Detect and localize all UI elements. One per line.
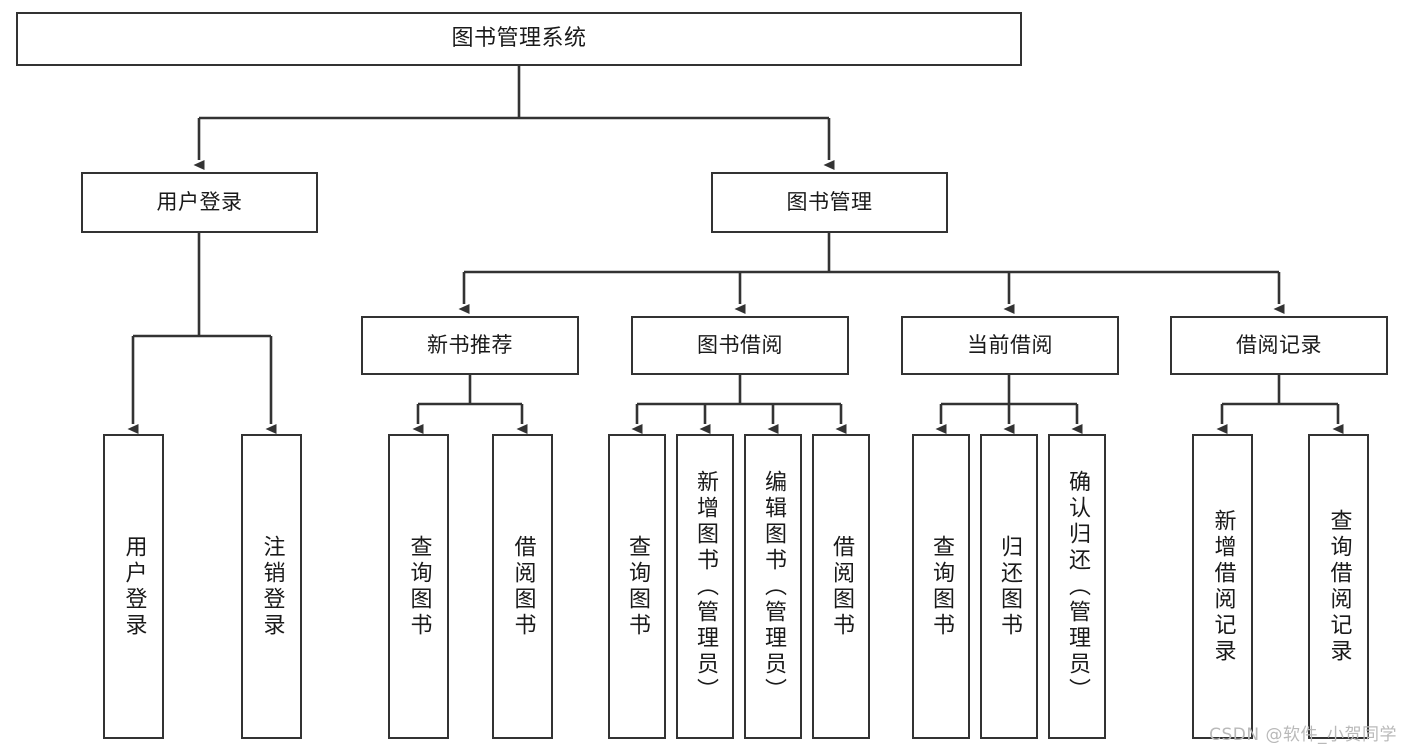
node-leaf-logout-login[interactable]: 注销登录 — [241, 434, 302, 739]
node-leaf-confirm-return[interactable]: 确认归还（管理员） — [1048, 434, 1106, 739]
node-leaf-user-login[interactable]: 用户登录 — [103, 434, 164, 739]
node-leaf-add-book-label: 新增图书（管理员） — [693, 469, 718, 704]
watermark-text: CSDN @软件_小贺同学 — [1209, 725, 1397, 745]
node-leaf-borrow-book-2[interactable]: 借阅图书 — [812, 434, 870, 739]
node-leaf-return-book-label: 归还图书 — [997, 534, 1022, 639]
node-leaf-add-book[interactable]: 新增图书（管理员） — [676, 434, 734, 739]
node-leaf-borrow-book-1-label: 借阅图书 — [510, 534, 536, 639]
node-leaf-borrow-book-1[interactable]: 借阅图书 — [492, 434, 553, 739]
node-user-login[interactable]: 用户登录 — [81, 172, 318, 233]
node-new-book-recommend[interactable]: 新书推荐 — [361, 316, 579, 375]
node-book-borrow[interactable]: 图书借阅 — [631, 316, 849, 375]
node-leaf-edit-book[interactable]: 编辑图书（管理员） — [744, 434, 802, 739]
node-book-management-label: 图书管理 — [786, 189, 873, 214]
node-leaf-query-book-2[interactable]: 查询图书 — [608, 434, 666, 739]
node-leaf-query-record[interactable]: 查询借阅记录 — [1308, 434, 1369, 739]
node-borrow-record-label: 借阅记录 — [1236, 332, 1322, 357]
node-root[interactable]: 图书管理系统 — [16, 12, 1022, 66]
node-borrow-record[interactable]: 借阅记录 — [1170, 316, 1388, 375]
node-leaf-return-book[interactable]: 归还图书 — [980, 434, 1038, 739]
node-current-borrow[interactable]: 当前借阅 — [901, 316, 1119, 375]
node-leaf-query-book-3-label: 查询图书 — [929, 534, 954, 639]
node-leaf-query-book-3[interactable]: 查询图书 — [912, 434, 970, 739]
node-leaf-add-record[interactable]: 新增借阅记录 — [1192, 434, 1253, 739]
node-leaf-query-book-1-label: 查询图书 — [406, 534, 432, 639]
node-book-management[interactable]: 图书管理 — [711, 172, 948, 233]
node-user-login-label: 用户登录 — [156, 189, 243, 214]
node-leaf-query-record-label: 查询借阅记录 — [1326, 508, 1352, 665]
node-leaf-user-login-label: 用户登录 — [121, 534, 147, 639]
node-leaf-add-record-label: 新增借阅记录 — [1210, 508, 1236, 665]
node-leaf-logout-login-label: 注销登录 — [259, 534, 285, 639]
node-leaf-edit-book-label: 编辑图书（管理员） — [761, 469, 786, 704]
node-leaf-borrow-book-2-label: 借阅图书 — [829, 534, 854, 639]
node-new-book-recommend-label: 新书推荐 — [427, 332, 513, 357]
node-leaf-query-book-2-label: 查询图书 — [625, 534, 650, 639]
node-leaf-confirm-return-label: 确认归还（管理员） — [1065, 469, 1090, 704]
node-current-borrow-label: 当前借阅 — [967, 332, 1053, 357]
node-root-label: 图书管理系统 — [451, 25, 587, 51]
node-leaf-query-book-1[interactable]: 查询图书 — [388, 434, 449, 739]
node-book-borrow-label: 图书借阅 — [697, 332, 783, 357]
